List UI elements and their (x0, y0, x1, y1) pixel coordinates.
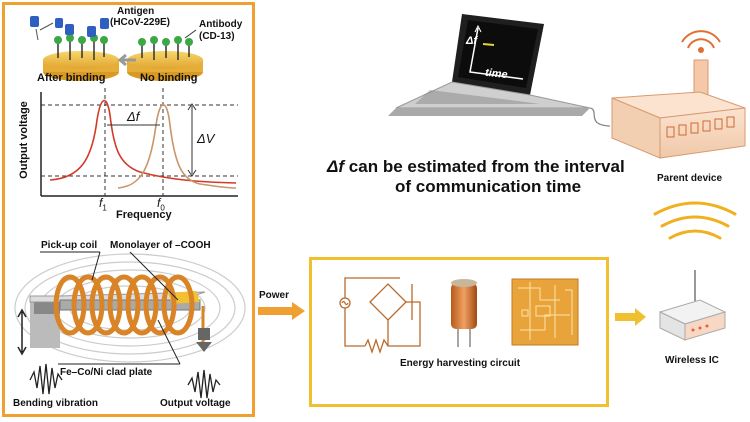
power-label: Power (259, 290, 290, 301)
screen-delta-f: Δf (466, 35, 478, 47)
energy-circuit-label: Energy harvesting circuit (400, 358, 521, 369)
energy-harvesting-box (309, 257, 609, 407)
no-binding-disk (127, 29, 203, 81)
antibody-name: (CD-13) (199, 31, 235, 42)
screen-time: time (484, 66, 509, 82)
y-axis-label: Output voltage (18, 101, 30, 179)
x-axis-label: Frequency (116, 209, 172, 221)
monolayer-label: Monolayer of –COOH (110, 240, 211, 251)
parent-router (611, 30, 746, 159)
no-binding-label: No binding (140, 72, 198, 84)
spectrum-plot (40, 88, 238, 197)
after-binding-label: After binding (37, 72, 106, 84)
f1-tick: f1 (99, 196, 107, 213)
antigen-name: (HCoV-229E) (110, 17, 171, 28)
pickup-coil-label: Pick-up coil (41, 240, 98, 251)
tan-resonance-curve (117, 103, 237, 189)
rectifier-circuit (339, 277, 421, 355)
laptop (388, 14, 611, 127)
wireless-ic-label: Wireless IC (665, 355, 719, 366)
harvester-device (14, 251, 246, 399)
output-voltage-label: Output voltage (160, 398, 231, 409)
caption-line-1: Δf can be estimated from the interval (327, 157, 625, 176)
output-waveform (187, 369, 221, 399)
sensor-panel (2, 2, 255, 417)
caption-line-2: of communication time (395, 177, 582, 196)
binding-arrow (117, 53, 136, 67)
red-resonance-curve (49, 99, 237, 184)
antigen-label: Antigen (117, 6, 155, 17)
clad-plate-label: Fe–Co/Ni clad plate (60, 367, 153, 378)
pcb-board (511, 278, 579, 346)
antibody-label: Antibody (199, 19, 243, 30)
after-binding-disk (30, 16, 119, 81)
bending-waveform (29, 363, 63, 395)
bending-vibration-label: Bending vibration (13, 398, 98, 409)
wireless-ic-device (658, 270, 727, 341)
parent-device-label: Parent device (657, 173, 723, 184)
power-arrow (258, 302, 305, 320)
f0-tick: f0 (157, 196, 165, 213)
capacitor-component (451, 279, 477, 347)
delta-f-label: Δf (127, 109, 140, 124)
delta-v-label: ΔV (197, 131, 215, 146)
output-arrow (615, 308, 646, 326)
wifi-waves (653, 201, 737, 240)
